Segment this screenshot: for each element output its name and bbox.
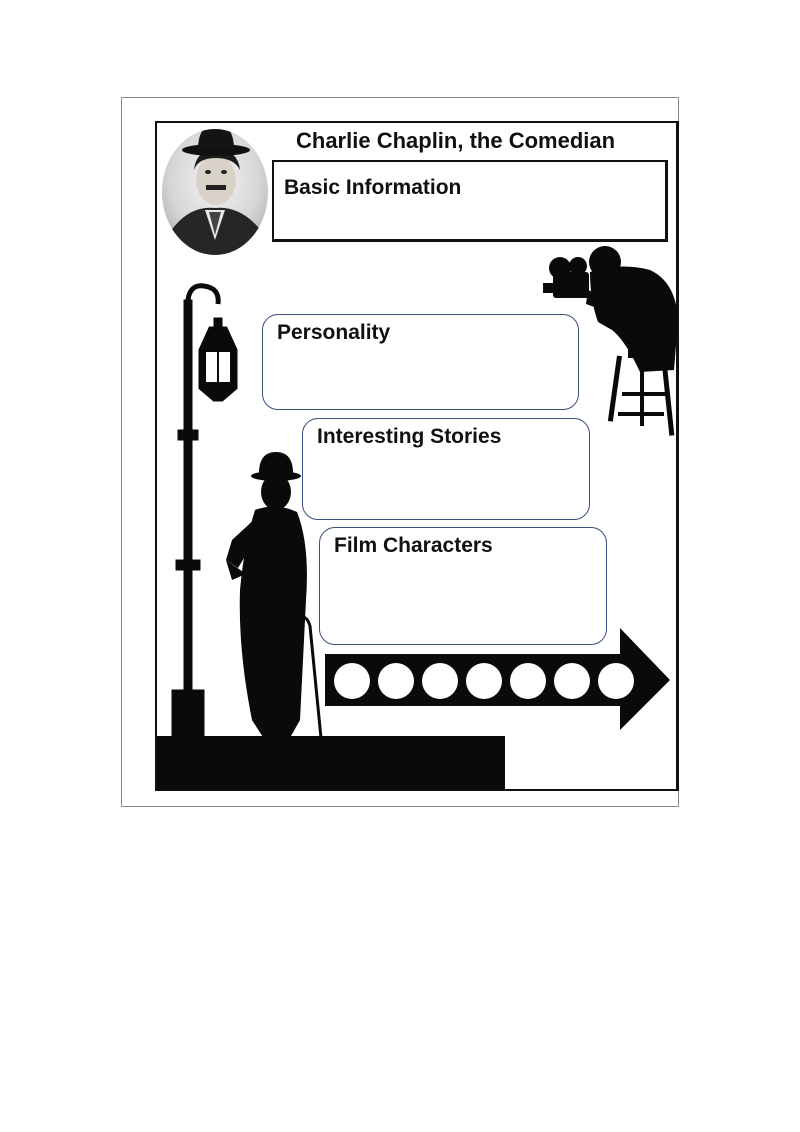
film-characters-box[interactable]: Film Characters — [319, 527, 607, 645]
interesting-stories-box[interactable]: Interesting Stories — [302, 418, 590, 520]
personality-label: Personality — [277, 321, 391, 344]
basic-information-box[interactable]: Basic Information — [272, 160, 668, 242]
worksheet-title: Charlie Chaplin, the Comedian — [296, 128, 616, 153]
personality-box[interactable]: Personality — [262, 314, 579, 410]
film-characters-label: Film Characters — [334, 534, 493, 557]
interesting-stories-label: Interesting Stories — [317, 425, 502, 448]
basic-information-label: Basic Information — [284, 176, 462, 199]
